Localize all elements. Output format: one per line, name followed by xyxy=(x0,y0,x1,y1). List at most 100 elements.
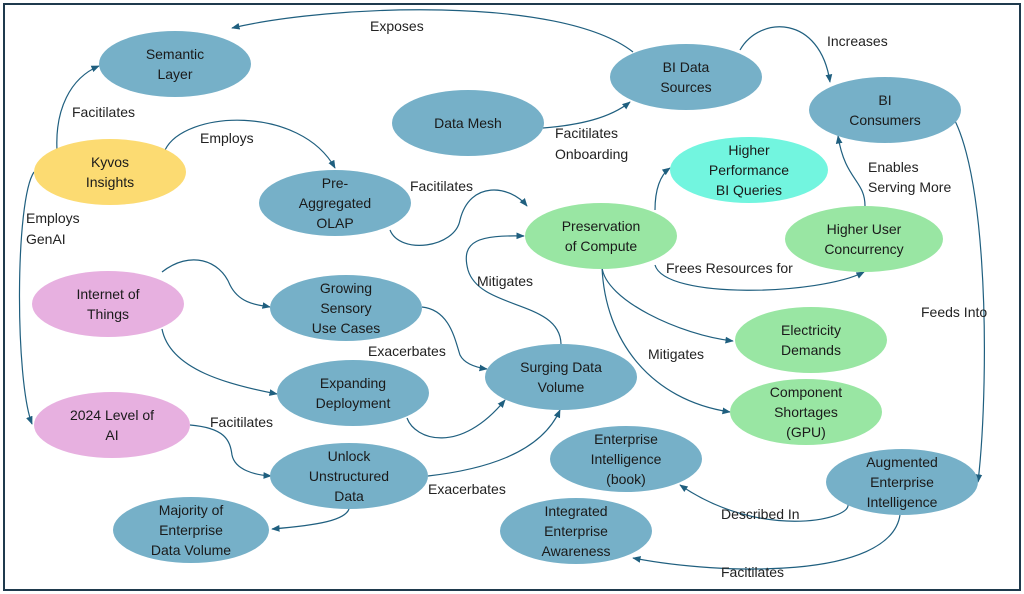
edge-bi-data-sources-to-semantic-layer xyxy=(231,9,634,53)
node-ellipse xyxy=(500,498,652,564)
node-label: Shortages xyxy=(774,404,838,420)
node-ellipse xyxy=(277,360,429,426)
edge-label: Facitilates xyxy=(555,125,618,141)
node-ellipse xyxy=(392,90,544,156)
node-label: Unstructured xyxy=(309,468,389,484)
node-ellipse xyxy=(809,77,961,143)
node-ellipse xyxy=(670,137,828,203)
node-ellipse xyxy=(485,344,637,410)
node-ellipse xyxy=(99,31,251,97)
node-label: (book) xyxy=(606,471,646,487)
edge-pre-aggregated-olap-to-preservation-of-compute xyxy=(389,189,528,246)
node-label: Insights xyxy=(86,174,134,190)
node-label: Concurrency xyxy=(824,241,903,257)
edge-label: Facitilates xyxy=(410,178,473,194)
node-ellipse xyxy=(610,44,762,110)
edge-label: Mitigates xyxy=(477,273,533,289)
edge-augmented-enterprise-intelligence-to-integrated-enterprise-awareness xyxy=(632,514,901,570)
edge-higher-user-concurrency-to-bi-consumers xyxy=(835,135,866,207)
node-label: Growing xyxy=(320,280,372,296)
node-label: Electricity xyxy=(781,322,841,338)
node-label: Aggregated xyxy=(299,195,371,211)
diagram-frame xyxy=(3,3,1021,591)
node-label: Pre- xyxy=(322,175,349,191)
edge-preservation-of-compute-to-higher-performance-bi-queries xyxy=(654,167,671,211)
edge-surging-data-volume-to-preservation-of-compute xyxy=(465,232,562,345)
edge-preservation-of-compute-to-electricity-demands xyxy=(601,266,734,344)
node-ellipse xyxy=(735,307,887,373)
node-label: OLAP xyxy=(316,215,353,231)
node-label: Awareness xyxy=(541,543,610,559)
node-label: Semantic xyxy=(146,46,204,62)
edge-label: Exposes xyxy=(370,18,424,34)
node-ellipse xyxy=(113,497,269,563)
edges-layer xyxy=(18,9,985,570)
node-ellipse xyxy=(34,139,186,205)
edge-augmented-enterprise-intelligence-to-enterprise-intelligence-book xyxy=(679,484,849,522)
node-label: Intelligence xyxy=(867,494,938,510)
edge-internet-of-things-to-expanding-deployment xyxy=(161,328,278,396)
edge-kyvos-insights-to-pre-aggregated-olap xyxy=(164,119,336,169)
edge-internet-of-things-to-growing-sensory-use-cases xyxy=(161,259,271,309)
node-label: BI Queries xyxy=(716,182,782,198)
node-label: Layer xyxy=(157,66,192,82)
edge-unlock-unstructured-data-to-majority-enterprise-data-volume xyxy=(271,508,350,532)
node-data-mesh[interactable]: Data Mesh xyxy=(392,90,544,156)
node-ellipse xyxy=(32,271,184,337)
node-label: Kyvos xyxy=(91,154,129,170)
edge-expanding-deployment-to-surging-data-volume xyxy=(406,399,506,439)
node-ellipse xyxy=(270,443,428,509)
edge-bi-consumers-to-augmented-enterprise-intelligence xyxy=(933,96,985,483)
node-label: BI xyxy=(878,92,891,108)
edge-label: Serving More xyxy=(868,179,951,195)
node-label: Sensory xyxy=(320,300,371,316)
edge-label: Employs xyxy=(26,210,80,226)
edge-kyvos-insights-to-semantic-layer xyxy=(56,65,100,151)
node-ellipse xyxy=(525,203,677,269)
node-label: Enterprise xyxy=(594,431,658,447)
edge-label: Increases xyxy=(827,33,888,49)
edge-label: GenAI xyxy=(26,231,66,247)
node-label: Data xyxy=(334,488,364,504)
node-label: Sources xyxy=(660,79,711,95)
node-label: of Compute xyxy=(565,238,638,254)
edge-data-mesh-to-bi-data-sources xyxy=(542,101,631,129)
node-label: Higher xyxy=(728,142,770,158)
node-label: Integrated xyxy=(544,503,607,519)
node-label: AI xyxy=(105,427,118,443)
node-ellipse xyxy=(34,392,190,458)
node-label: Unlock xyxy=(328,448,372,464)
node-label: Intelligence xyxy=(591,451,662,467)
node-label: BI Data xyxy=(663,59,710,75)
node-label: Component xyxy=(770,384,842,400)
node-label: Data Volume xyxy=(151,542,231,558)
node-label: Data Mesh xyxy=(434,115,502,131)
edge-label: Mitigates xyxy=(648,346,704,362)
node-label: Enterprise xyxy=(159,522,223,538)
node-ellipse xyxy=(550,426,702,492)
node-label: Internet of xyxy=(76,286,139,302)
node-label: Performance xyxy=(709,162,789,178)
